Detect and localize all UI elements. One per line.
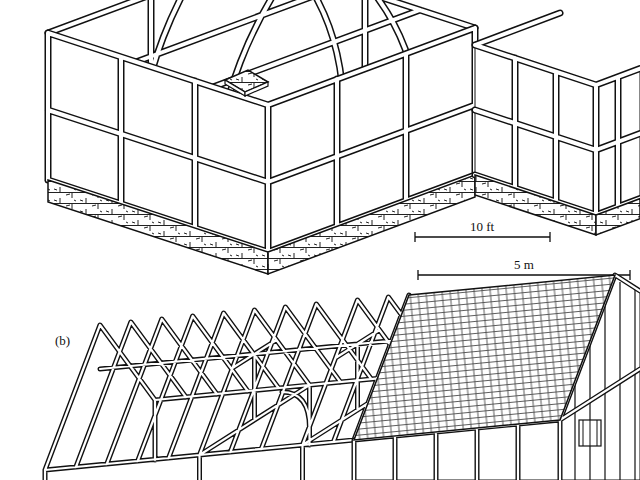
house-frame-a [48, 0, 640, 274]
figure-label: (b) [55, 334, 70, 348]
hearth [225, 80, 245, 96]
window [583, 420, 597, 446]
roof-frame-b [45, 275, 640, 480]
stone-plinth [48, 180, 268, 274]
hearth [245, 82, 268, 96]
tiled-roof [354, 275, 615, 440]
scale-label: 10 ft [470, 220, 494, 234]
scale-label: 5 m [514, 258, 534, 272]
stone-plinth [596, 199, 640, 235]
stone-plinth [268, 175, 475, 274]
window [579, 420, 601, 446]
